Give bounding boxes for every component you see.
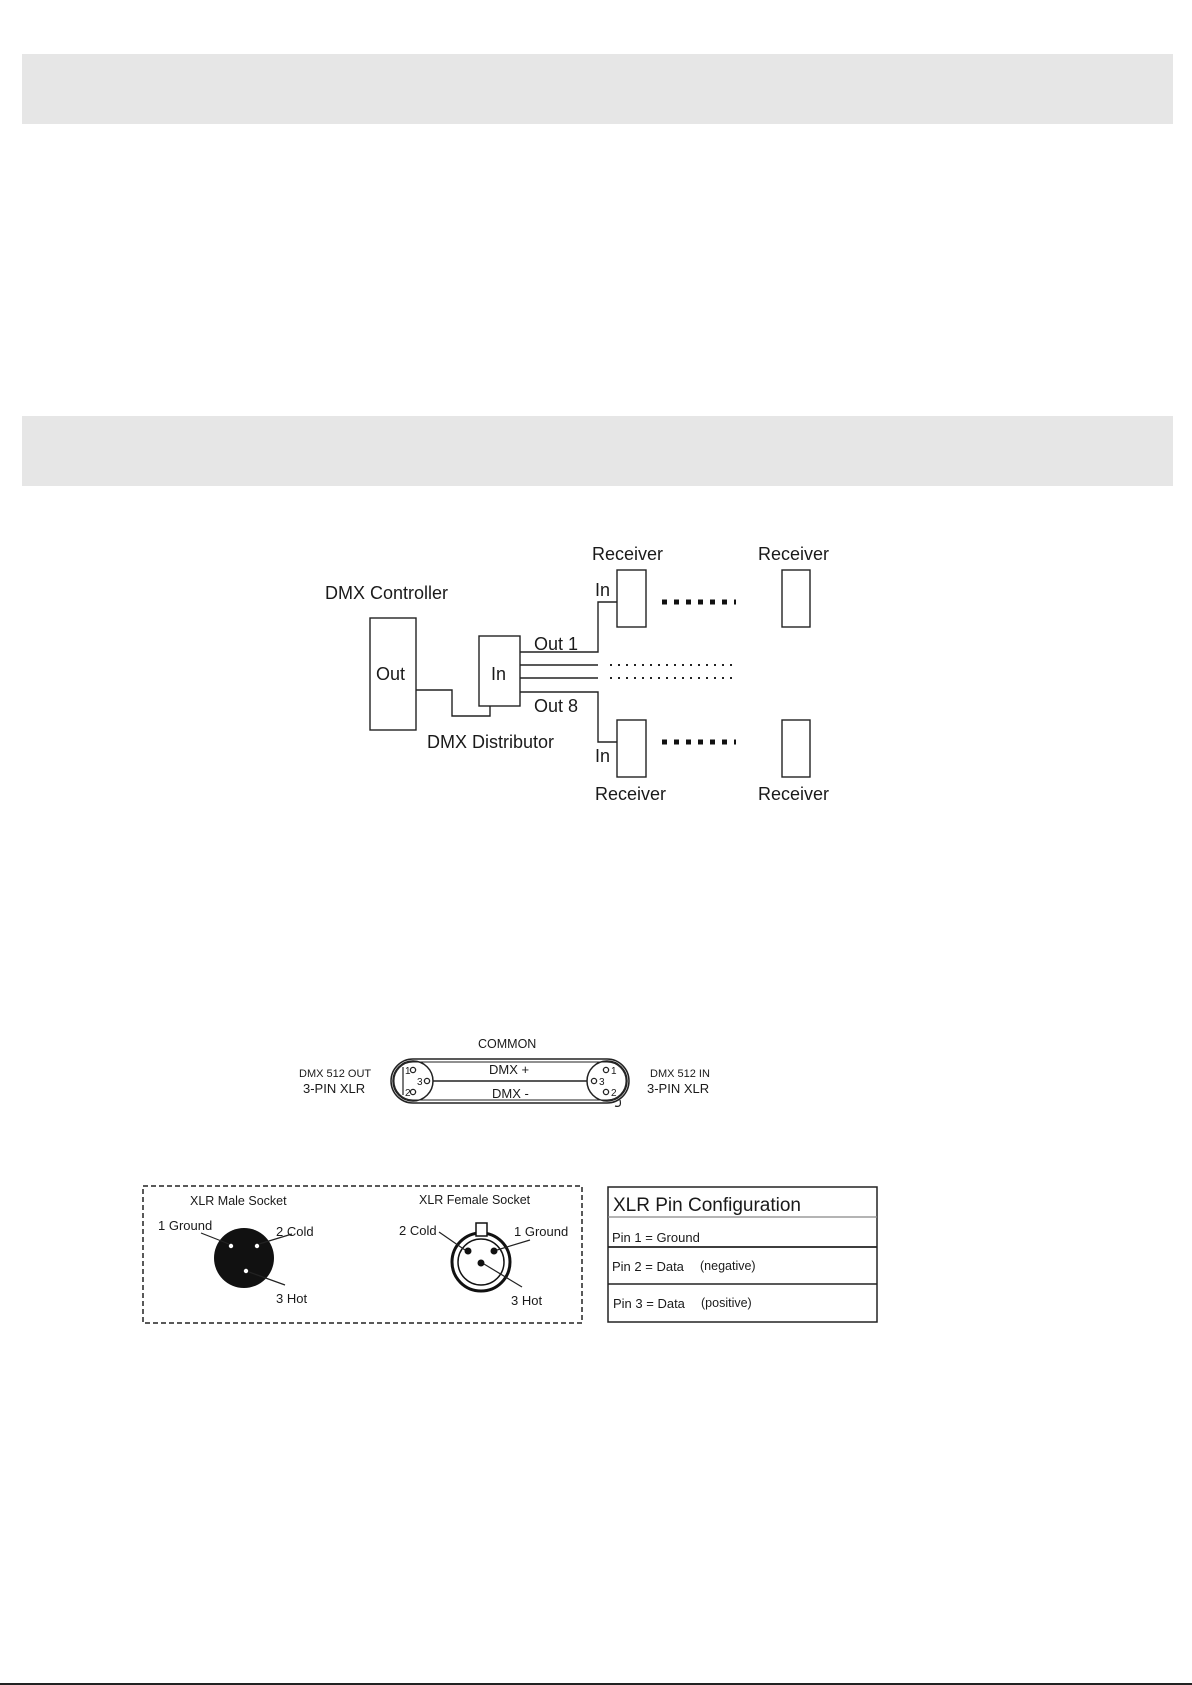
dmx-plus-label: DMX + bbox=[489, 1062, 529, 1077]
receiver-box-top-far bbox=[781, 569, 811, 628]
controller-title: DMX Controller bbox=[325, 583, 448, 603]
receiver-label-top-near: Receiver bbox=[592, 544, 663, 564]
pin-row-1-label: Pin 1 = Ground bbox=[612, 1230, 700, 1245]
male-pin-3-icon bbox=[423, 1077, 431, 1085]
female-pin-1-label: 1 bbox=[611, 1066, 617, 1077]
cable-left-label-line1: DMX 512 OUT bbox=[299, 1068, 371, 1080]
cable-right-label-line1: DMX 512 IN bbox=[650, 1068, 710, 1080]
male-socket-icon bbox=[214, 1228, 274, 1288]
male-pin-2-icon bbox=[409, 1088, 417, 1096]
female-socket-pin3 bbox=[477, 1259, 485, 1267]
pin-table-frame bbox=[607, 1186, 878, 1323]
male-socket-title: XLR Male Socket bbox=[190, 1194, 287, 1208]
female-pin-3-icon bbox=[590, 1077, 598, 1085]
pin-table-title: XLR Pin Configuration bbox=[613, 1195, 801, 1216]
male-cold-label: 2 Cold bbox=[276, 1224, 314, 1239]
receiver-box-top-near bbox=[616, 569, 647, 628]
cable-outline-inner bbox=[393, 1061, 627, 1101]
distributor-box bbox=[478, 635, 521, 707]
male-socket-pin1 bbox=[228, 1243, 234, 1249]
receiver-box-bottom-far bbox=[781, 719, 811, 778]
receiver-in-label-bottom: In bbox=[595, 746, 610, 766]
socket-frame bbox=[142, 1185, 583, 1324]
receiver-label-bottom-near: Receiver bbox=[595, 784, 666, 804]
pin-row-2-label: Pin 2 = Data bbox=[612, 1259, 685, 1274]
controller-cable bbox=[416, 689, 491, 717]
female-pin-1-icon bbox=[602, 1066, 610, 1074]
female-socket-latch bbox=[475, 1222, 488, 1237]
pin-row-2-note: (negative) bbox=[700, 1259, 756, 1273]
header-band-top bbox=[22, 54, 1173, 124]
controller-out-label: Out bbox=[376, 664, 405, 684]
cable-left-label-line2: 3-PIN XLR bbox=[303, 1081, 365, 1096]
female-ground-leader bbox=[496, 1239, 531, 1251]
female-pin-2-icon bbox=[602, 1088, 610, 1096]
cable-right-label-line2: 3-PIN XLR bbox=[647, 1081, 709, 1096]
receiver-box-bottom-near bbox=[616, 719, 647, 778]
header-band-middle bbox=[22, 416, 1173, 486]
pin-row-3-note: (positive) bbox=[701, 1296, 752, 1310]
common-label: COMMON bbox=[478, 1037, 536, 1051]
controller-box bbox=[369, 617, 417, 731]
out1-line bbox=[520, 601, 617, 653]
female-pin-2-label: 2 bbox=[611, 1088, 617, 1099]
female-connector-notch bbox=[614, 1099, 622, 1107]
female-socket-title: XLR Female Socket bbox=[419, 1193, 531, 1207]
male-pin-1-label: 1 bbox=[405, 1066, 411, 1077]
bottom-rule bbox=[0, 1683, 1192, 1685]
male-pin-2-label: 2 bbox=[405, 1088, 411, 1099]
male-pin-1-icon bbox=[409, 1066, 417, 1074]
female-cold-label: 2 Cold bbox=[399, 1223, 437, 1238]
out8-line bbox=[520, 691, 617, 743]
out1-label: Out 1 bbox=[534, 634, 578, 654]
cable-outline bbox=[390, 1058, 630, 1104]
receiver-label-bottom-far: Receiver bbox=[758, 784, 829, 804]
male-socket-pin3 bbox=[243, 1268, 249, 1274]
female-ground-label: 1 Ground bbox=[514, 1224, 568, 1239]
out8-label: Out 8 bbox=[534, 696, 578, 716]
female-hot-leader bbox=[483, 1263, 523, 1288]
distributor-in-label: In bbox=[491, 664, 506, 684]
female-cold-leader bbox=[438, 1231, 466, 1251]
dmx-minus-label: DMX - bbox=[492, 1086, 529, 1101]
receiver-label-top-far: Receiver bbox=[758, 544, 829, 564]
female-socket-pin1 bbox=[490, 1247, 498, 1255]
female-pin-3-label: 3 bbox=[599, 1077, 605, 1088]
male-hot-leader bbox=[248, 1271, 286, 1286]
receiver-in-label-top: In bbox=[595, 580, 610, 600]
male-pin-3-label: 3 bbox=[417, 1077, 423, 1088]
distributor-title: DMX Distributor bbox=[427, 732, 554, 752]
male-cold-leader bbox=[258, 1233, 293, 1245]
pin-row-3-label: Pin 3 = Data bbox=[613, 1296, 686, 1311]
male-hot-label: 3 Hot bbox=[276, 1291, 307, 1306]
male-socket-pin2 bbox=[254, 1243, 260, 1249]
female-socket-inner bbox=[457, 1238, 505, 1286]
male-ground-label: 1 Ground bbox=[158, 1218, 212, 1233]
female-socket-pin2 bbox=[464, 1247, 472, 1255]
male-ground-leader bbox=[200, 1232, 230, 1245]
female-hot-label: 3 Hot bbox=[511, 1293, 542, 1308]
